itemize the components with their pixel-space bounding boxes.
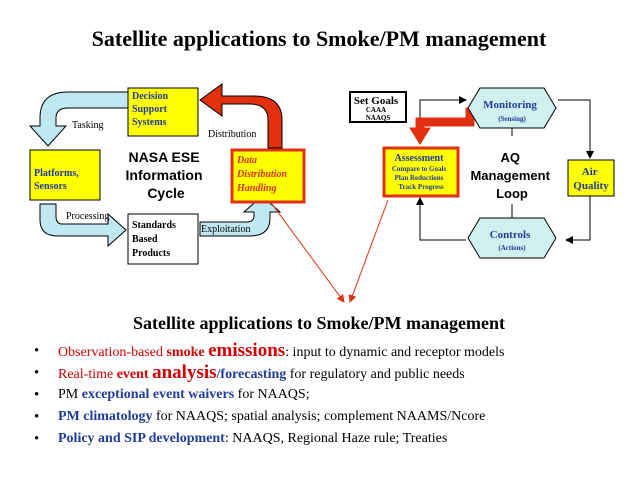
loop-line-mon-to-aq	[558, 99, 594, 159]
decision-line: Systems	[132, 117, 167, 128]
section-subtitle: Satellite applications to Smoke/PM manag…	[133, 313, 505, 333]
bullet-dot: •	[34, 409, 40, 425]
bullet-list: • Observation-based smoke emissions: inpu…	[34, 340, 634, 450]
assessment-line: Plan Reductions	[395, 174, 444, 182]
monitoring-sub: (Sensing)	[498, 115, 526, 123]
platforms-line: Sensors	[34, 181, 67, 192]
assessment-title: Assessment	[395, 153, 445, 164]
bullet-text-run: Observation-based	[58, 345, 167, 360]
decision-line: Decision	[132, 91, 169, 102]
standards-line: Based	[132, 234, 158, 245]
bullet-item: • PM exceptional event waivers for NAAQS;	[34, 384, 634, 406]
nasa-cycle-label: Information	[126, 167, 203, 183]
svg-text:Standards Based Pr: Standards Based Products	[132, 220, 178, 259]
decision-support-box	[127, 87, 199, 137]
air-quality-line: Air	[582, 166, 598, 178]
distribution-arrow	[199, 83, 283, 149]
assessment-line: Track Progress	[398, 183, 444, 191]
controls-sub: (Actions)	[498, 244, 526, 252]
assessment-box	[382, 146, 460, 198]
svg-text:Data Distribution: Data Distribution Handling	[236, 155, 290, 194]
bullet-text-run: emissions	[208, 340, 286, 361]
bullet-item: • Policy and SIP development: NAAQS, Regi…	[34, 428, 634, 450]
loop-line-ctrl-to-assess	[416, 197, 466, 241]
svg-text:NASA ESE Information: NASA ESE Information Cycle	[126, 149, 207, 201]
standards-box	[127, 213, 199, 265]
monitoring-hexagon	[467, 87, 557, 129]
bullet-text-run: PM	[58, 387, 82, 402]
loop-line-aq-down	[565, 196, 591, 244]
svg-text:Assessment Compare to Go: Assessment Compare to Goals Plan Reducti…	[392, 148, 450, 191]
exploitation-label: Exploitation	[201, 224, 250, 235]
assessment-line: Compare to Goals	[392, 165, 447, 173]
bullet-text-run: for regulatory and public needs	[286, 367, 465, 382]
bullet-text-run: : NAAQS, Regional Haze rule; Treaties	[224, 431, 448, 446]
tasking-label: Tasking	[72, 120, 104, 131]
bullet-text-run: exceptional event waivers	[81, 387, 235, 402]
controls-title: Controls	[490, 229, 531, 241]
bullet-item: • Observation-based smoke emissions: inpu…	[34, 340, 634, 362]
svg-text:Controls (Actions): Controls (Actions)	[490, 225, 535, 252]
goals-arrow	[409, 107, 475, 145]
bullet-text-run: /forecasting	[216, 367, 287, 382]
bullet-text-run: event	[116, 367, 153, 382]
processing-label: Processing	[66, 211, 109, 222]
bullet-dot: •	[34, 387, 40, 403]
svg-text:Platforms, Sensors: Platforms, Sensors	[34, 168, 81, 192]
bullet-text-run: Policy and SIP development	[58, 431, 225, 446]
bullet-text-run: for NAAQS; spatial analysis; complement …	[152, 409, 486, 424]
bullet-dot: •	[34, 343, 40, 359]
exploitation-arrow	[199, 195, 282, 237]
bullet-item: • Real-time event analysis/forecasting fo…	[34, 362, 634, 384]
aq-loop-label: Loop	[496, 186, 528, 201]
svg-text:Monitoring (Sensing): Monitoring (Sensing)	[483, 95, 541, 123]
svg-text:AQ Management Loop: AQ Management Loop	[470, 150, 553, 201]
red-connector-right	[348, 199, 389, 303]
svg-text:Set Goals CAAA NAA: Set Goals CAAA NAAQS	[354, 91, 402, 122]
data-line: Data	[236, 155, 257, 166]
svg-text:Decision Support S: Decision Support Systems	[132, 91, 171, 128]
red-connector-left	[271, 203, 345, 303]
bullet-text-run: for NAAQS;	[234, 387, 310, 402]
data-line: Distribution	[236, 169, 287, 180]
distribution-label: Distribution	[208, 129, 256, 140]
svg-text:Air Quality: Air Quality	[573, 166, 609, 192]
platforms-line: Platforms,	[34, 168, 79, 179]
loop-line-top	[419, 96, 467, 118]
set-goals-line: NAAQS	[366, 114, 391, 122]
set-goals-line: CAAA	[366, 106, 386, 114]
decision-line: Support	[132, 104, 168, 115]
aq-loop-label: Management	[470, 168, 550, 183]
page-title: Satellite applications to Smoke/PM manag…	[91, 26, 547, 51]
air-quality-box	[567, 159, 615, 197]
bullet-text-run: : input to dynamic and receptor models	[285, 345, 505, 360]
standards-line: Products	[132, 248, 170, 259]
standards-line: Standards	[132, 220, 176, 231]
bullet-dot: •	[34, 431, 40, 447]
aq-loop-label: AQ	[500, 150, 520, 165]
nasa-cycle-label: Cycle	[147, 185, 185, 201]
bullet-text-run: PM climatology	[58, 409, 153, 424]
platforms-box	[29, 149, 101, 201]
tasking-arrow	[28, 91, 129, 147]
bullet-dot: •	[34, 365, 40, 381]
bullet-text-run: analysis	[152, 362, 217, 383]
monitoring-title: Monitoring	[483, 99, 537, 111]
bullet-text-run: smoke	[166, 345, 209, 360]
data-distribution-box	[230, 148, 306, 204]
air-quality-line: Quality	[573, 180, 609, 192]
data-line: Handling	[236, 183, 276, 194]
processing-arrow	[39, 203, 127, 248]
set-goals-box	[349, 91, 407, 123]
bullet-item: • PM climatology for NAAQS; spatial analy…	[34, 406, 634, 428]
nasa-cycle-label: NASA ESE	[129, 149, 200, 165]
bullet-text-run: Real-time	[58, 367, 117, 382]
svg-text:Tasking Distribution: Tasking Distribution Processing Exploita…	[66, 120, 259, 235]
controls-hexagon	[467, 217, 557, 259]
